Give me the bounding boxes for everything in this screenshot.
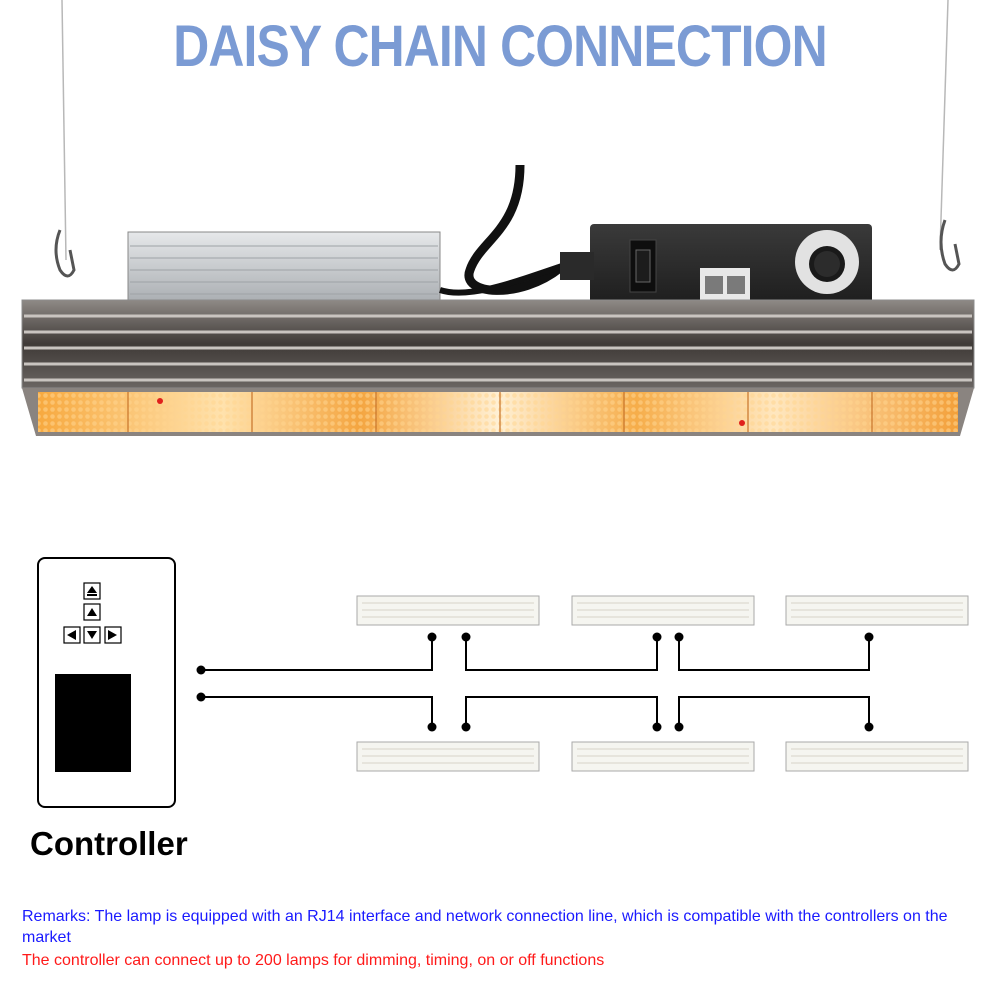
daisy-chain-diagram (37, 557, 969, 808)
connection-dots (196, 632, 874, 732)
controller-display (55, 674, 131, 772)
connection-lines (201, 637, 870, 727)
controller-label: Controller (30, 825, 188, 862)
page-title: DAISY CHAIN CONNECTION (173, 14, 827, 79)
remark-compatibility: Remarks: The lamp is equipped with an RJ… (22, 908, 948, 946)
lamp-photo (21, 0, 975, 436)
remark-capacity: The controller can connect up to 200 lam… (22, 952, 605, 969)
lamp-bars (356, 595, 969, 772)
